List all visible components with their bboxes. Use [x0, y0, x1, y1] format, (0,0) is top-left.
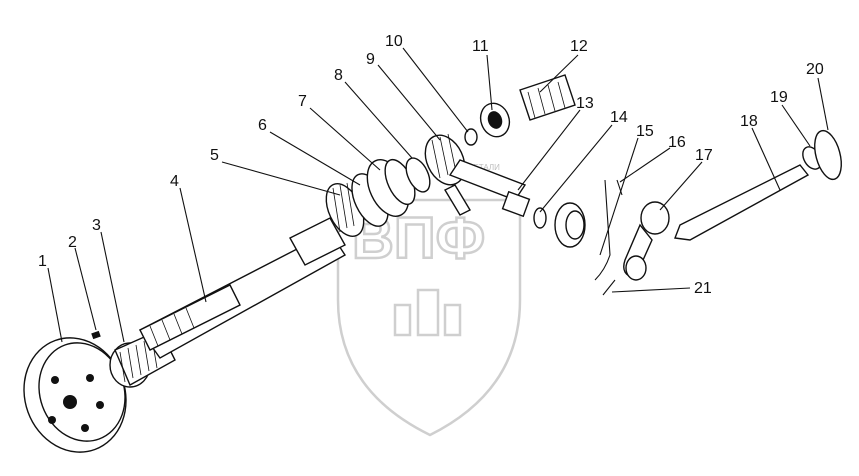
callout-6: 6: [258, 117, 267, 134]
part-15-clip: [594, 179, 611, 281]
part-17-lever: [623, 201, 670, 281]
callout-21: 21: [694, 280, 712, 297]
callout-3: 3: [92, 217, 101, 234]
callout-5: 5: [210, 147, 219, 164]
part-10-snap-ring: [464, 128, 478, 146]
part-1-flange: [23, 337, 127, 453]
callout-2: 2: [68, 234, 77, 251]
part-13-shaft-end: [444, 159, 531, 218]
watermark-small-text: ДЕТАЛИ: [468, 163, 500, 172]
part-18-rod: [674, 164, 810, 241]
callout-8: 8: [334, 67, 343, 84]
callout-17: 17: [695, 147, 713, 164]
callout-15: 15: [636, 123, 654, 140]
callout-14: 14: [610, 109, 628, 126]
callout-13: 13: [576, 95, 594, 112]
leader-lines: [47, 47, 829, 343]
callout-10: 10: [385, 33, 403, 50]
callout-12: 12: [570, 38, 588, 55]
part-7-synchronizer: [366, 158, 416, 217]
callout-9: 9: [366, 51, 375, 68]
callout-11: 11: [472, 38, 489, 55]
part-21-pin: [602, 279, 616, 296]
part-8-ring: [405, 157, 431, 193]
part-11-washer: [479, 102, 511, 138]
callout-4: 4: [170, 173, 179, 190]
callout-18: 18: [740, 113, 758, 130]
part-14-bearing: [533, 202, 586, 248]
part-4-main-shaft: [138, 217, 346, 359]
callout-labels: 1 2 3 4 5 6 7 8 9 10 11 12 13 14 15 16 1…: [38, 33, 824, 297]
callout-7: 7: [298, 93, 307, 110]
callout-20: 20: [806, 61, 824, 78]
part-16-cotter: [616, 179, 623, 196]
part-20-knob: [814, 129, 842, 181]
part-2-pin: [91, 330, 101, 340]
callout-16: 16: [668, 134, 686, 151]
callout-1: 1: [38, 253, 47, 270]
part-12-sleeve: [519, 74, 576, 121]
callout-19: 19: [770, 89, 788, 106]
